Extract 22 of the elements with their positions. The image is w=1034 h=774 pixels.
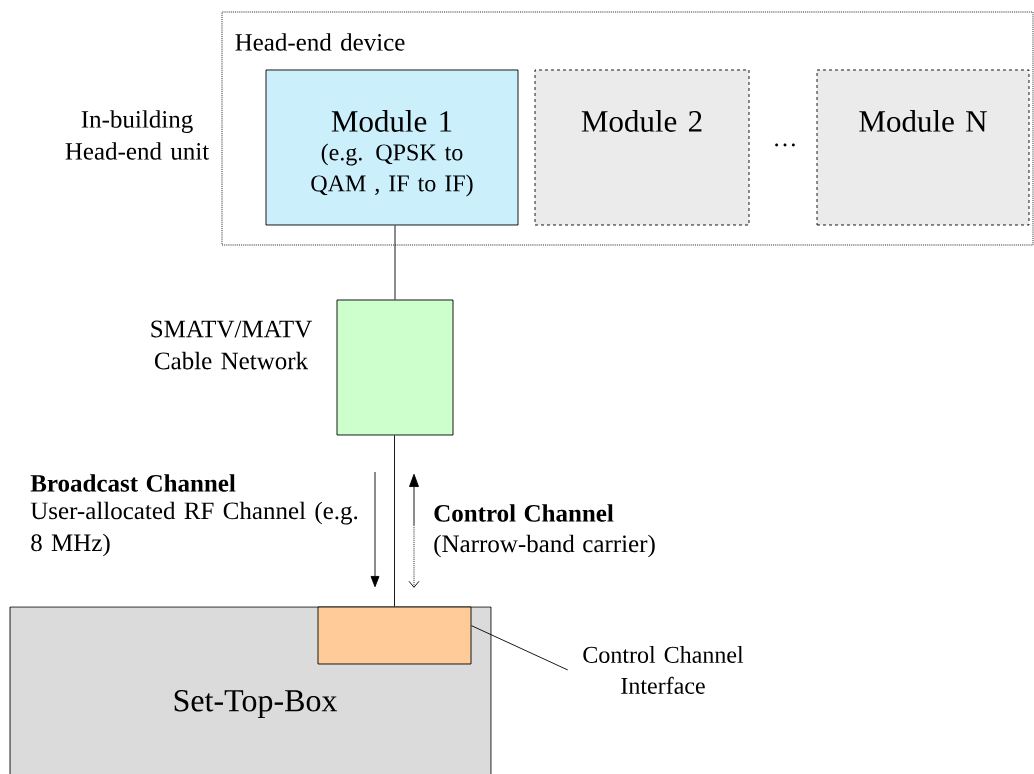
node-heading: Head-end device (235, 33, 405, 51)
connector-line (394, 225, 396, 300)
network-box (336, 299, 454, 436)
module-box (534, 69, 750, 226)
channel-label: Broadcast Channel (30, 474, 236, 492)
channel-label: User-allocated RF Channel (e.g. 8 MHz) (30, 501, 358, 557)
node-text: Module N (859, 110, 987, 132)
ellipsis: … (775, 143, 795, 147)
node-text: (e.g. QPSK to QAM , IF to IF) (311, 143, 473, 197)
node-text: Module 2 (581, 110, 702, 132)
module-box (816, 69, 1030, 226)
side-label: SMATV/MATV Cable Network (151, 320, 312, 370)
interface-box (317, 606, 472, 665)
module-box (265, 69, 519, 226)
callout-label: Control Channel Interface (583, 646, 744, 694)
side-label: In-building Head-end unit (65, 110, 210, 160)
channel-label: (Narrow-band carrier) (434, 534, 655, 558)
leader-line (471, 625, 569, 671)
node-text: Module 1 (331, 110, 452, 132)
node-text: Set-Top-Box (174, 690, 338, 718)
channel-label: Control Channel (434, 504, 614, 522)
connector-line (394, 435, 395, 607)
